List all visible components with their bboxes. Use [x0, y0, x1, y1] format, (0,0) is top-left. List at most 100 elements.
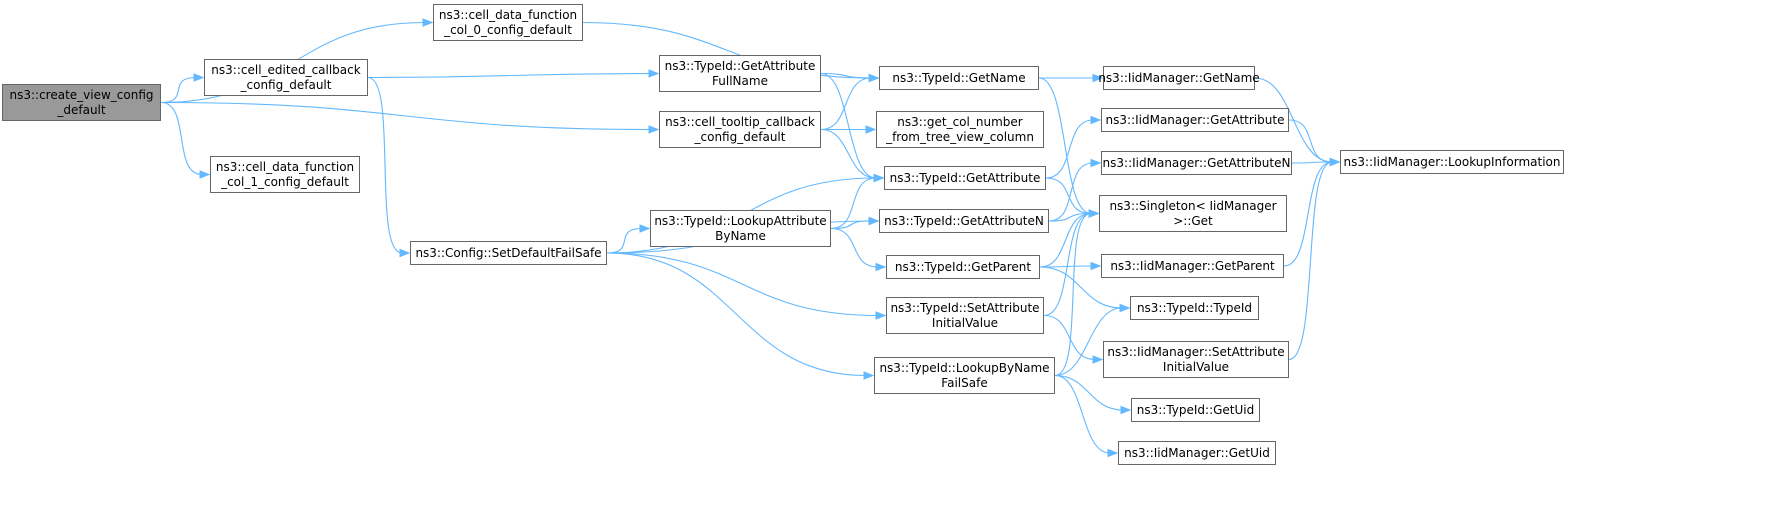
edge-arrowhead: [863, 371, 875, 380]
edge-lanb-to-tgetparent: [830, 227, 879, 268]
edge-cdf0-to-tgetname: [582, 21, 872, 79]
node-label-line: ns3::cell_data_function: [215, 159, 355, 174]
edge-arrowhead: [1107, 448, 1119, 458]
edge-arrowhead: [868, 73, 880, 83]
edge-arrowhead: [875, 311, 887, 320]
edge-tsaiv-to-singleton: [1043, 212, 1092, 317]
edge-arrowhead: [868, 216, 880, 226]
edge-arrowhead: [1090, 261, 1102, 271]
node-label-line: ns3::TypeId::GetParent: [894, 259, 1032, 274]
node-label-line: ns3::TypeId::GetAttribute: [889, 170, 1041, 185]
node-label-line: FullName: [712, 73, 768, 88]
edge-igetattr-to-ilookup: [1288, 119, 1333, 163]
node-label-line: ns3::TypeId::TypeId: [1136, 300, 1253, 315]
node-label-line: ns3::TypeId::GetUid: [1136, 402, 1255, 417]
edge-tlbnfs-to-igetuid: [1054, 374, 1111, 454]
node-label-line: InitialValue: [1162, 359, 1230, 374]
node-ilookup[interactable]: ns3::IidManager::LookupInformation: [1340, 150, 1564, 174]
node-label-line: _config_default: [240, 77, 332, 92]
edge-arrowhead: [648, 125, 660, 134]
edge-sdfs-to-lanb: [606, 227, 643, 254]
node-tgetparent[interactable]: ns3::TypeId::GetParent: [886, 255, 1040, 279]
edge-cecb-to-sdfs: [367, 76, 403, 254]
edge-arrowhead: [193, 73, 205, 82]
node-label-line: _config_default: [694, 129, 786, 144]
node-ttypeid[interactable]: ns3::TypeId::TypeId: [1130, 296, 1259, 320]
edge-tlbnfs-to-ttypeid: [1054, 307, 1123, 377]
edge-arrowhead: [1090, 158, 1102, 168]
edge-tgetparent-to-ttypeid: [1039, 266, 1123, 309]
edge-arrowhead: [1120, 405, 1132, 415]
node-label-line: ns3::Config::SetDefaultFailSafe: [415, 245, 602, 260]
node-label-line: _col_1_config_default: [221, 174, 349, 189]
node-label-line: FailSafe: [941, 375, 988, 390]
node-igetattrn[interactable]: ns3::IidManager::GetAttributeN: [1101, 151, 1292, 175]
edge-tlbnfs-to-tgetuid: [1054, 374, 1124, 411]
node-label-line: ns3::IidManager::LookupInformation: [1343, 154, 1561, 169]
node-label-line: ns3::TypeId::LookupByName: [879, 360, 1050, 375]
edge-sdfs-to-tsaiv: [606, 252, 879, 317]
node-cdf1[interactable]: ns3::cell_data_function_col_1_config_def…: [210, 156, 360, 193]
edge-arrowhead: [1088, 209, 1100, 218]
edge-cecb-to-gafn: [367, 72, 652, 79]
node-cdf0[interactable]: ns3::cell_data_function_col_0_config_def…: [433, 4, 583, 41]
node-label-line: ns3::TypeId::SetAttribute: [890, 300, 1040, 315]
node-label-line: ns3::get_col_number: [897, 114, 1023, 129]
node-igetuid[interactable]: ns3::IidManager::GetUid: [1118, 441, 1276, 465]
edge-arrowhead: [639, 224, 651, 233]
edge-arrowhead: [1092, 355, 1104, 364]
node-getcol[interactable]: ns3::get_col_number_from_tree_view_colum…: [876, 111, 1044, 148]
edge-tgetparent-to-singleton: [1039, 212, 1092, 268]
node-label-line: ns3::create_view_config: [9, 87, 154, 102]
node-label-line: ns3::IidManager::GetAttribute: [1105, 112, 1285, 127]
node-tgetattr[interactable]: ns3::TypeId::GetAttribute: [884, 166, 1046, 190]
node-label-line: >::Get: [1173, 213, 1213, 228]
edge-cttcb-to-tgetname: [820, 77, 872, 131]
node-label-line: ns3::IidManager::GetName: [1098, 70, 1260, 85]
node-label-line: _default: [57, 102, 106, 117]
edge-tgetname-to-singleton: [1038, 77, 1092, 215]
node-igetattr[interactable]: ns3::IidManager::GetAttribute: [1101, 108, 1289, 132]
edge-arrowhead: [1119, 303, 1131, 313]
node-igetparent[interactable]: ns3::IidManager::GetParent: [1101, 254, 1284, 278]
node-igetname[interactable]: ns3::IidManager::GetName: [1098, 66, 1260, 90]
edge-arrowhead: [422, 18, 434, 27]
node-cttcb[interactable]: ns3::cell_tooltip_callback_config_defaul…: [659, 111, 821, 148]
edge-arrowhead: [648, 69, 660, 78]
node-tgetname[interactable]: ns3::TypeId::GetName: [879, 66, 1039, 90]
node-label-line: ns3::IidManager::GetAttributeN: [1102, 155, 1291, 170]
node-label-line: ns3::cell_edited_callback: [211, 62, 361, 77]
edge-gafn-to-tgetname: [820, 72, 872, 79]
node-tgetuid[interactable]: ns3::TypeId::GetUid: [1131, 398, 1260, 422]
node-label-line: ns3::IidManager::GetParent: [1110, 258, 1275, 273]
edge-arrowhead: [875, 262, 887, 272]
edge-igetparent-to-ilookup: [1283, 161, 1333, 267]
edge-tlbnfs-to-singleton: [1054, 212, 1092, 377]
node-label-line: ns3::cell_tooltip_callback: [665, 114, 815, 129]
edge-tgetattrn-to-igetattrn: [1048, 162, 1094, 222]
node-create-view: ns3::create_view_config_default: [2, 84, 161, 121]
edge-arrowhead: [1092, 73, 1104, 83]
edge-lanb-to-tgetattrn: [830, 220, 872, 230]
edge-arrowhead: [873, 173, 885, 183]
edge-create_view-to-cdf1: [160, 101, 203, 176]
edge-sdfs-to-tlbnfs: [606, 252, 867, 377]
node-cecb[interactable]: ns3::cell_edited_callback_config_default: [204, 59, 368, 96]
edge-tgetparent-to-igetparent: [1039, 265, 1094, 268]
edge-arrowhead: [865, 125, 877, 134]
node-sdfs[interactable]: ns3::Config::SetDefaultFailSafe: [410, 241, 607, 265]
edge-cttcb-to-tgetattr: [820, 128, 877, 179]
node-label-line: ns3::TypeId::LookupAttribute: [654, 213, 827, 228]
node-singleton[interactable]: ns3::Singleton< IidManager >::Get: [1099, 195, 1287, 232]
node-tgetattrn[interactable]: ns3::TypeId::GetAttributeN: [879, 209, 1049, 233]
node-label-line: _col_0_config_default: [444, 22, 572, 37]
edge-tsaiv-to-isaiv: [1043, 314, 1096, 361]
node-label-line: ns3::Singleton< IidManager: [1109, 198, 1277, 213]
edge-gafn-to-tgetattr: [820, 72, 877, 179]
